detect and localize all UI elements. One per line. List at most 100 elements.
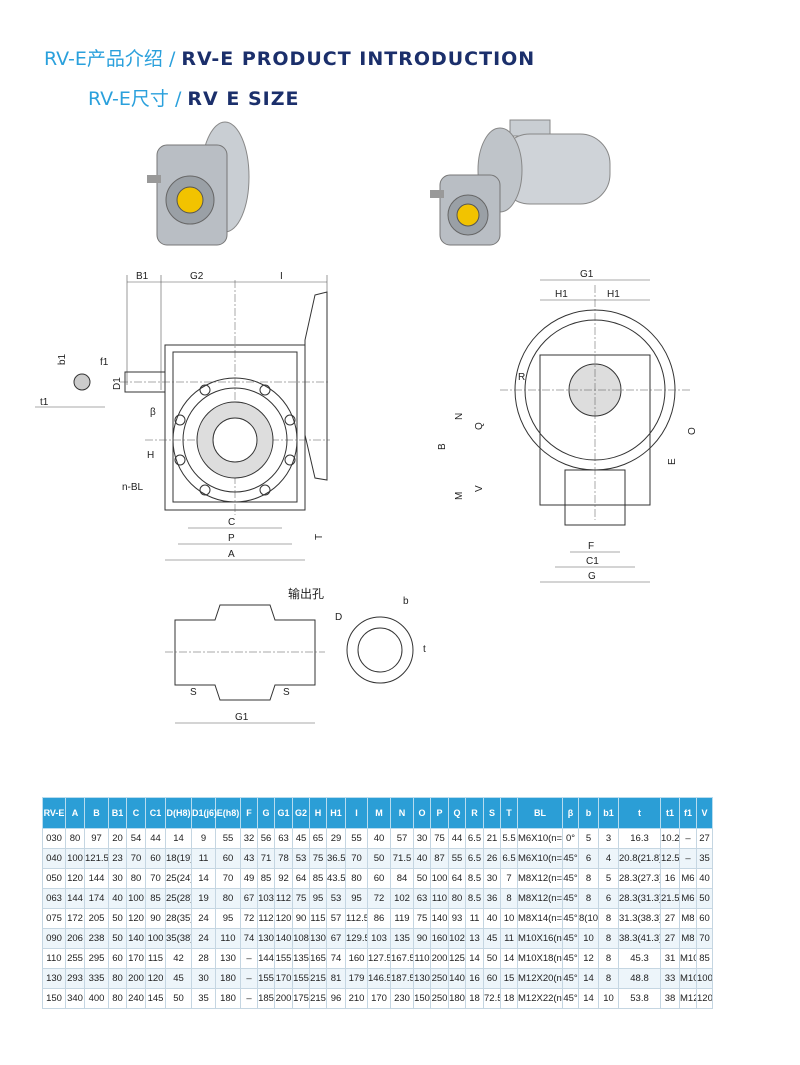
table-cell: 6 bbox=[598, 888, 619, 909]
table-cell: 36.5 bbox=[326, 848, 346, 869]
table-cell: 140 bbox=[448, 968, 466, 989]
table-cell: 95 bbox=[309, 888, 327, 909]
table-cell: 160 bbox=[430, 928, 449, 949]
table-cell: 53 bbox=[292, 848, 310, 869]
title-cn: RV-E产品介绍 / bbox=[44, 48, 176, 70]
table-cell: 80 bbox=[108, 968, 127, 989]
column-header: O bbox=[413, 797, 431, 829]
table-cell: 38 bbox=[660, 988, 680, 1009]
table-cell: 45.3 bbox=[618, 948, 661, 969]
table-cell: 238 bbox=[84, 928, 109, 949]
table-cell: 20 bbox=[108, 828, 127, 849]
table-cell: 64 bbox=[448, 868, 466, 889]
table-cell: 180 bbox=[215, 988, 241, 1009]
table-cell: 80 bbox=[448, 888, 466, 909]
table-cell: 14 bbox=[165, 828, 192, 849]
table-cell: 18(19) bbox=[165, 848, 192, 869]
table-cell: 6.5 bbox=[465, 828, 484, 849]
table-cell: M8X14(n=8) bbox=[517, 908, 563, 929]
table-cell: 60 bbox=[215, 848, 241, 869]
table-cell: 110 bbox=[413, 948, 431, 969]
table-cell: 120 bbox=[126, 908, 146, 929]
table-cell: 120 bbox=[696, 988, 713, 1009]
label-h1-left: H1 bbox=[555, 289, 568, 300]
label-v: V bbox=[474, 485, 485, 492]
table-cell: 170 bbox=[367, 988, 391, 1009]
table-cell: 10 bbox=[578, 928, 599, 949]
table-cell: 18 bbox=[500, 988, 518, 1009]
table-cell: 26 bbox=[483, 848, 501, 869]
table-cell: M8 bbox=[679, 928, 697, 949]
table-cell: 130 bbox=[42, 968, 66, 989]
table-cell: M10 bbox=[679, 968, 697, 989]
table-cell: 108 bbox=[292, 928, 310, 949]
table-cell: 150 bbox=[413, 988, 431, 1009]
table-cell: 130 bbox=[215, 948, 241, 969]
table-cell: 100 bbox=[696, 968, 713, 989]
table-cell: 50 bbox=[108, 908, 127, 929]
table-cell: 100 bbox=[430, 868, 449, 889]
table-cell: 140 bbox=[126, 928, 146, 949]
label-n: N bbox=[454, 413, 465, 420]
column-header: Q bbox=[448, 797, 466, 829]
table-cell: 215 bbox=[309, 988, 327, 1009]
table-cell: 100 bbox=[145, 928, 166, 949]
column-header: B1 bbox=[108, 797, 127, 829]
side-view-drawing: B1 G2 I t1 b1 f1 D1 β H n-BL C P A T bbox=[35, 271, 330, 561]
table-cell: 45° bbox=[562, 928, 579, 949]
table-cell: 60 bbox=[145, 848, 166, 869]
label-p: P bbox=[228, 533, 235, 544]
table-cell: 50 bbox=[413, 868, 431, 889]
table-cell: 11 bbox=[500, 928, 518, 949]
label-o: O bbox=[687, 427, 698, 435]
table-cell: 6.5 bbox=[465, 848, 484, 869]
table-cell: 30 bbox=[108, 868, 127, 889]
table-cell: 8 bbox=[598, 928, 619, 949]
table-cell: – bbox=[240, 988, 258, 1009]
table-cell: 45° bbox=[562, 988, 579, 1009]
table-cell: 210 bbox=[345, 988, 368, 1009]
column-header: G1 bbox=[274, 797, 293, 829]
table-cell: 92 bbox=[274, 868, 293, 889]
table-cell: 32 bbox=[240, 828, 258, 849]
table-cell: 90 bbox=[292, 908, 310, 929]
table-cell: 250 bbox=[430, 968, 449, 989]
table-cell: M8X12(n=4) bbox=[517, 868, 563, 889]
table-cell: 187.5 bbox=[390, 968, 414, 989]
table-cell: 40 bbox=[367, 828, 391, 849]
label-b: B bbox=[437, 443, 448, 450]
column-header: D(H8) bbox=[165, 797, 192, 829]
table-cell: M12X20(n=8) bbox=[517, 968, 563, 989]
table-cell: 33 bbox=[660, 968, 680, 989]
table-cell: 8.5 bbox=[465, 868, 484, 889]
column-header: b1 bbox=[598, 797, 619, 829]
table-cell: 55 bbox=[215, 828, 241, 849]
table-cell: 135 bbox=[292, 948, 310, 969]
label-s-right: S bbox=[283, 687, 290, 698]
table-cell: 56 bbox=[257, 828, 275, 849]
table-cell: 240 bbox=[126, 988, 146, 1009]
table-cell: 93 bbox=[448, 908, 466, 929]
label-c1: C1 bbox=[586, 556, 599, 567]
table-cell: 8 bbox=[598, 908, 619, 929]
table-cell: 172 bbox=[65, 908, 85, 929]
table-cell: 24 bbox=[191, 908, 216, 929]
label-e: E bbox=[667, 458, 678, 465]
table-cell: 200 bbox=[430, 948, 449, 969]
table-cell: 040 bbox=[42, 848, 66, 869]
table-cell: 0° bbox=[562, 828, 579, 849]
table-cell: 100 bbox=[65, 848, 85, 869]
table-cell: 144 bbox=[257, 948, 275, 969]
table-cell: 85 bbox=[309, 868, 327, 889]
table-cell: 145 bbox=[145, 988, 166, 1009]
column-header: P bbox=[430, 797, 449, 829]
table-cell: 25(24) bbox=[165, 868, 192, 889]
column-header: b bbox=[578, 797, 599, 829]
table-cell: 40 bbox=[696, 868, 713, 889]
label-t: T bbox=[314, 534, 325, 540]
table-cell: 135 bbox=[390, 928, 414, 949]
table-cell: 20.8(21.8) bbox=[618, 848, 661, 869]
